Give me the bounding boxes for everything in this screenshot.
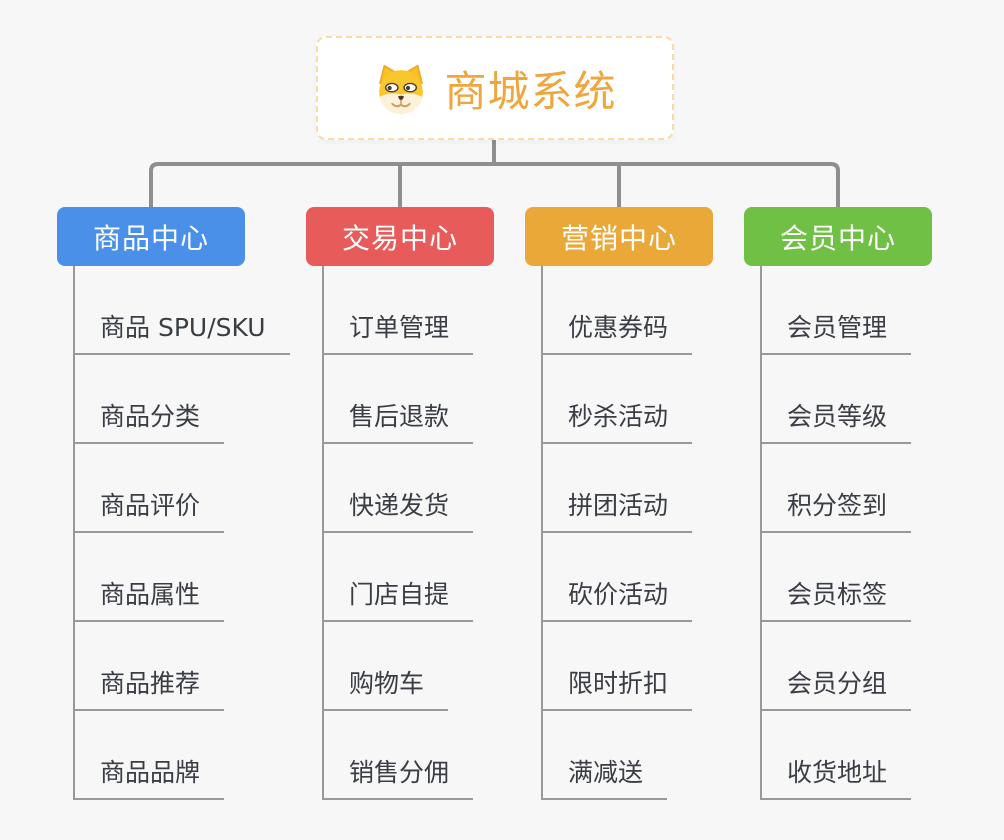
child-item[interactable]: 积分签到 [760,444,932,533]
child-item-label: 限时折扣 [541,664,693,711]
child-item-label: 会员管理 [760,308,912,355]
child-item-label: 商品推荐 [73,664,225,711]
branch-trade-center: 交易中心 订单管理售后退款快递发货门店自提购物车销售分佣 [306,207,494,800]
child-item[interactable]: 商品 SPU/SKU [73,266,290,355]
child-item-label: 满减送 [541,753,668,800]
child-item-label: 购物车 [322,664,449,711]
child-item[interactable]: 优惠券码 [541,266,713,355]
child-item-label: 拼团活动 [541,486,693,533]
branch-header-member-center[interactable]: 会员中心 [744,207,932,266]
child-item-label: 优惠券码 [541,308,693,355]
child-item-label: 积分签到 [760,486,912,533]
child-item-label: 商品评价 [73,486,225,533]
child-item-label: 快递发货 [322,486,474,533]
child-item[interactable]: 收货地址 [760,711,932,800]
child-item-label: 收货地址 [760,753,912,800]
child-item[interactable]: 销售分佣 [322,711,494,800]
child-item[interactable]: 售后退款 [322,355,494,444]
child-item[interactable]: 拼团活动 [541,444,713,533]
child-item[interactable]: 会员管理 [760,266,932,355]
child-item-label: 秒杀活动 [541,397,693,444]
child-item-label: 销售分佣 [322,753,474,800]
dog-face-icon [379,64,424,114]
child-item-label: 商品 SPU/SKU [73,308,290,355]
branch-marketing-center: 营销中心 优惠券码秒杀活动拼团活动砍价活动限时折扣满减送 [525,207,713,800]
child-item[interactable]: 满减送 [541,711,713,800]
child-item[interactable]: 商品品牌 [73,711,245,800]
child-item[interactable]: 会员分组 [760,622,932,711]
child-item-label: 会员标签 [760,575,912,622]
child-item[interactable]: 会员标签 [760,533,932,622]
child-item[interactable]: 砍价活动 [541,533,713,622]
child-item-label: 会员分组 [760,664,912,711]
child-item-label: 订单管理 [322,308,474,355]
branch-product-center: 商品中心 商品 SPU/SKU 商品分类商品评价商品属性商品推荐商品品牌 [57,207,290,800]
branch-children: 会员管理会员等级积分签到会员标签会员分组收货地址 [760,266,932,800]
child-item[interactable]: 商品推荐 [73,622,245,711]
child-item[interactable]: 商品属性 [73,533,245,622]
child-item[interactable]: 购物车 [322,622,494,711]
child-item[interactable]: 限时折扣 [541,622,713,711]
branch-header-product-center[interactable]: 商品中心 [57,207,245,266]
branch-header-label: 商品中心 [92,221,209,255]
branch-header-marketing-center[interactable]: 营销中心 [525,207,713,266]
child-item[interactable]: 秒杀活动 [541,355,713,444]
child-item-label: 商品属性 [73,575,225,622]
branch-header-label: 营销中心 [560,221,677,255]
child-item-label: 商品分类 [73,397,225,444]
root-title: 商城系统 [444,66,617,116]
child-item[interactable]: 门店自提 [322,533,494,622]
child-item[interactable]: 商品评价 [73,444,245,533]
child-item[interactable]: 快递发货 [322,444,494,533]
child-item[interactable]: 商品分类 [73,355,245,444]
branch-children: 商品 SPU/SKU 商品分类商品评价商品属性商品推荐商品品牌 [73,266,290,800]
branch-children: 订单管理售后退款快递发货门店自提购物车销售分佣 [322,266,494,800]
child-item[interactable]: 会员等级 [760,355,932,444]
child-item-label: 商品品牌 [73,753,225,800]
branch-header-label: 会员中心 [779,221,896,255]
child-item[interactable]: 订单管理 [322,266,494,355]
child-item-label: 门店自提 [322,575,474,622]
branch-header-label: 交易中心 [341,221,458,255]
root-node[interactable]: 商城系统 [316,36,674,140]
child-item-label: 会员等级 [760,397,912,444]
child-item-label: 售后退款 [322,397,474,444]
child-item-label: 砍价活动 [541,575,693,622]
branch-header-trade-center[interactable]: 交易中心 [306,207,494,266]
branch-children: 优惠券码秒杀活动拼团活动砍价活动限时折扣满减送 [541,266,713,800]
branch-member-center: 会员中心 会员管理会员等级积分签到会员标签会员分组收货地址 [744,207,932,800]
